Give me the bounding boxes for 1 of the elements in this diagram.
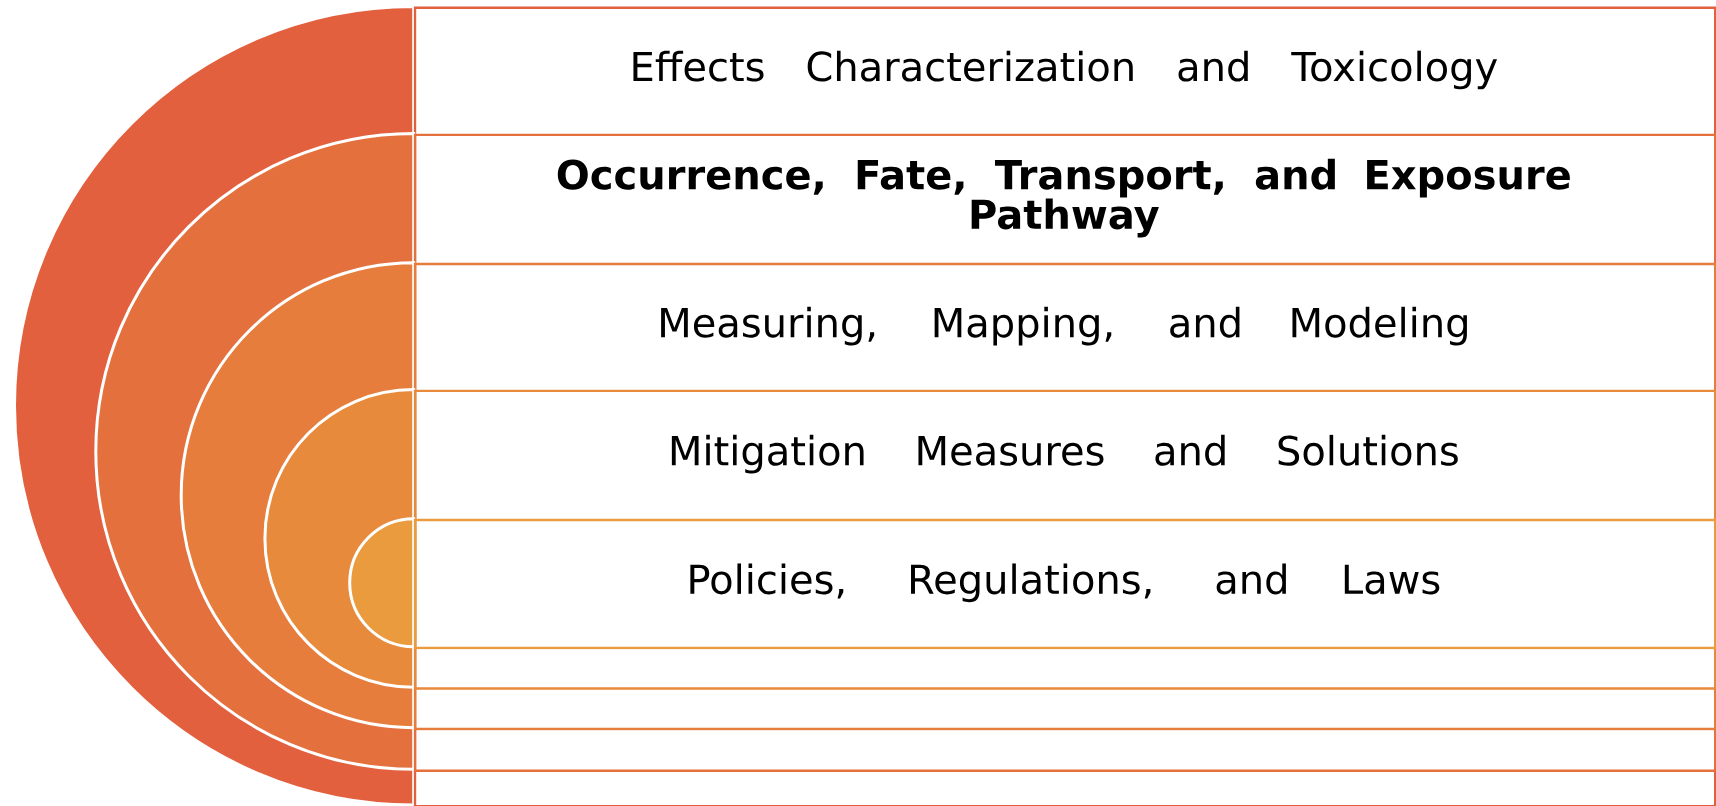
band-box: Policies, Regulations, and Laws (348, 517, 1716, 650)
